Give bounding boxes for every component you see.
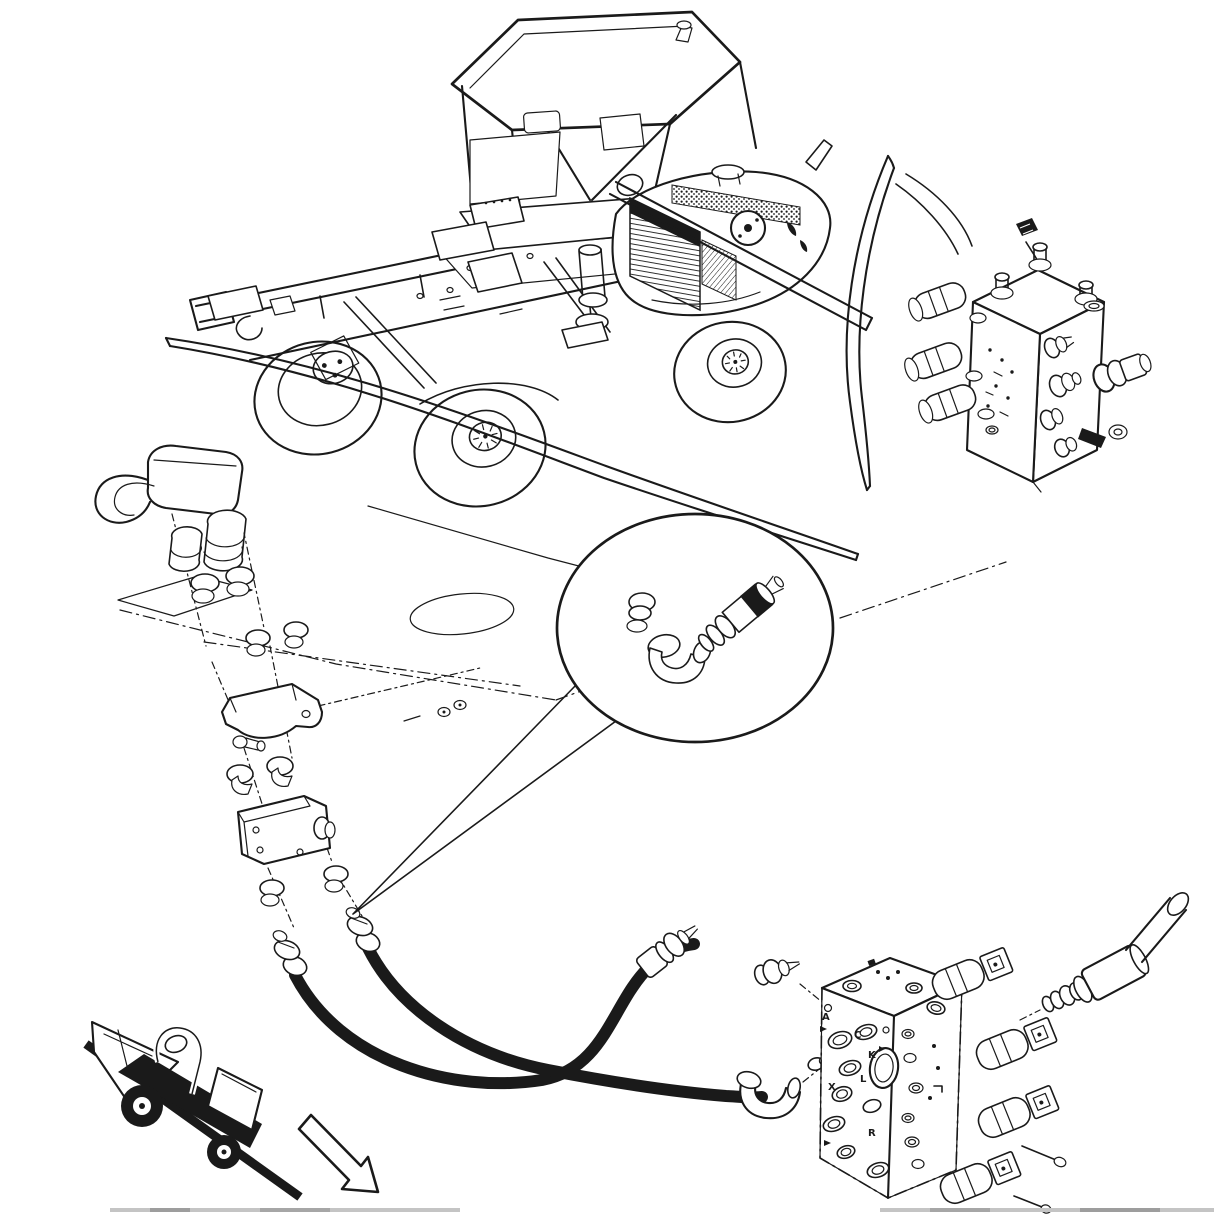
front-face-ports	[985, 348, 1014, 435]
coupler-chain	[94, 444, 481, 929]
hose-upper-right-fitting	[635, 925, 698, 979]
engine-hood	[611, 139, 833, 317]
rear-right-wheel	[673, 320, 787, 424]
front-frame-brackets	[207, 285, 296, 341]
quick-coupler-pair	[168, 509, 247, 572]
hose-upper	[289, 938, 700, 1090]
solenoid-coils	[904, 282, 995, 424]
fuel-cap	[711, 164, 745, 180]
loose-adapter-fitting	[753, 959, 801, 986]
hose-upper-left-fitting	[272, 930, 308, 977]
callout-hose-end	[697, 575, 784, 652]
callout-fitting-small	[626, 592, 656, 633]
port-label-R: R	[868, 1128, 876, 1139]
crescent-break-line	[845, 154, 896, 492]
exhaust-stack	[805, 139, 833, 171]
callout-fitting-elbow	[647, 633, 712, 684]
hose-lower-left-fitting	[345, 907, 381, 953]
bracket-bolt	[232, 735, 248, 749]
junction-block	[236, 794, 336, 866]
deck-bolts	[403, 699, 467, 722]
cab-window	[469, 131, 561, 205]
seat	[599, 113, 645, 151]
tank-screen	[671, 184, 801, 226]
right-face-fittings	[1039, 336, 1152, 458]
slope-machine	[83, 1020, 303, 1201]
cropped-caption-remnant	[110, 1208, 1214, 1212]
manifold-right-ports	[901, 1000, 946, 1170]
detail-callout	[352, 512, 835, 915]
hose-lower-elbow	[736, 1055, 830, 1120]
wire-connector	[1016, 218, 1038, 236]
manifold-solenoids	[931, 947, 1067, 1214]
grain-tank	[206, 1066, 264, 1132]
center-wheel	[413, 388, 547, 508]
lever-tab	[1078, 428, 1106, 448]
hose-lower	[362, 942, 768, 1104]
hydraulic-hoses	[272, 907, 830, 1120]
fitting-row-2	[245, 621, 309, 657]
mount-bracket	[220, 682, 324, 752]
return-hose-right	[1019, 891, 1190, 1021]
manifold-front-ports	[822, 1003, 900, 1179]
callout-circle	[555, 512, 835, 744]
fitting-row-1	[190, 566, 255, 604]
port-label-X: X	[828, 1082, 836, 1093]
draper-boom	[608, 173, 874, 332]
callout-pointer-lines	[352, 683, 617, 915]
dust-cap	[94, 444, 244, 524]
manifold-top-ports	[842, 958, 923, 994]
port-label-C: C	[854, 1030, 861, 1041]
front-left-wheel	[253, 335, 383, 456]
solenoid-studs	[990, 242, 1105, 312]
large-fitting	[1092, 353, 1152, 393]
port-label-L: L	[860, 1074, 867, 1085]
deck-machinery	[431, 196, 609, 349]
port-label-K: K	[868, 1050, 877, 1061]
windrower-tractor-drawing	[164, 10, 874, 562]
lower-manifold-block: A C K L X R	[819, 891, 1190, 1214]
harness-wires	[895, 173, 1041, 267]
elbow-fitting-pair	[226, 756, 294, 795]
manifold-port-labels: A C K L X R	[820, 1012, 885, 1146]
fitting-row-3	[259, 865, 349, 907]
upper-valve-block	[904, 242, 1152, 493]
center-wheel-fender	[419, 382, 559, 405]
headlight-slot	[787, 222, 797, 236]
machine-body	[118, 1054, 262, 1148]
descent-arrow	[297, 1113, 380, 1194]
seat-blob	[164, 1034, 188, 1054]
port-label-A: A	[822, 1012, 830, 1023]
